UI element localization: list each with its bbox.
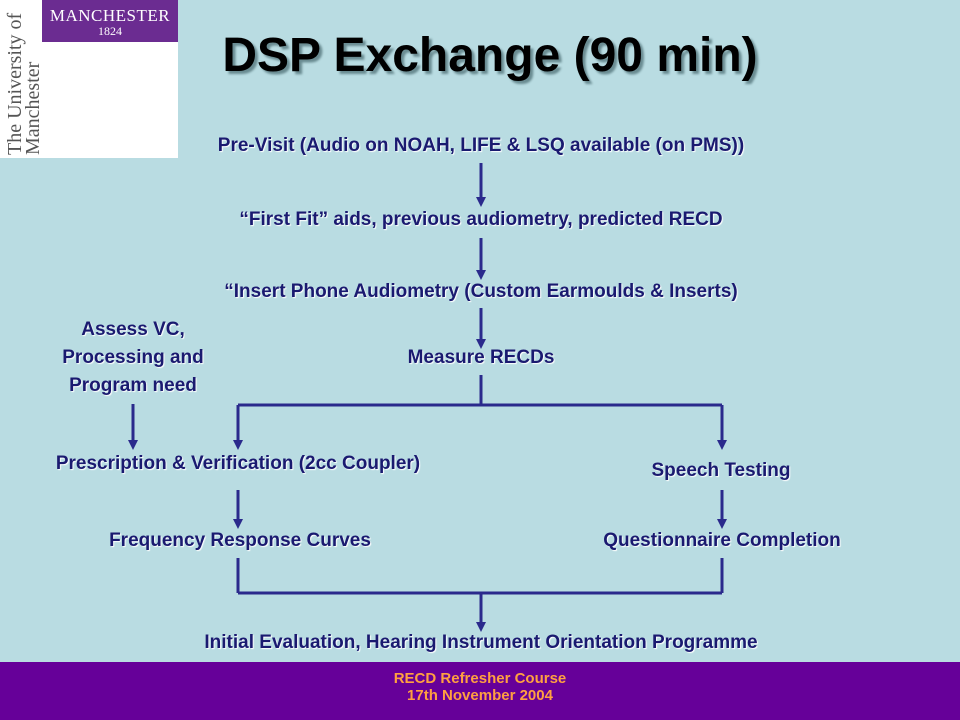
footer-course: RECD Refresher Course <box>393 670 567 687</box>
node-frequency-response: Frequency Response Curves <box>109 530 371 551</box>
node-speech-testing: Speech Testing <box>651 460 791 481</box>
node-first-fit: “First Fit” aids, previous audiometry, p… <box>239 209 723 230</box>
node-insert-phone: “Insert Phone Audiometry (Custom Earmoul… <box>224 281 738 302</box>
node-questionnaire: Questionnaire Completion <box>603 530 841 551</box>
university-logo: MANCHESTER 1824 <box>42 0 178 42</box>
node-initial-evaluation: Initial Evaluation, Hearing Instrument O… <box>204 632 758 653</box>
logo-name: MANCHESTER <box>49 6 171 25</box>
node-assess: Assess VC, Processing and Program need <box>20 316 246 400</box>
footer-bar: RECD Refresher Course 17th November 2004 <box>0 662 960 720</box>
logo-panel: MANCHESTER 1824 The University of Manche… <box>0 0 178 158</box>
node-measure-recd: Measure RECDs <box>407 347 555 368</box>
footer-date: 17th November 2004 <box>407 687 553 704</box>
assess-line-3: Program need <box>69 375 197 396</box>
assess-line-2: Processing and <box>62 347 204 368</box>
node-pre-visit: Pre-Visit (Audio on NOAH, LIFE & LSQ ava… <box>217 135 745 156</box>
slide-title: DSP Exchange (90 min) <box>222 29 758 82</box>
assess-line-1: Assess VC, <box>81 319 185 340</box>
node-prescription: Prescription & Verification (2cc Coupler… <box>55 453 421 474</box>
logo-year: 1824 <box>98 24 122 38</box>
